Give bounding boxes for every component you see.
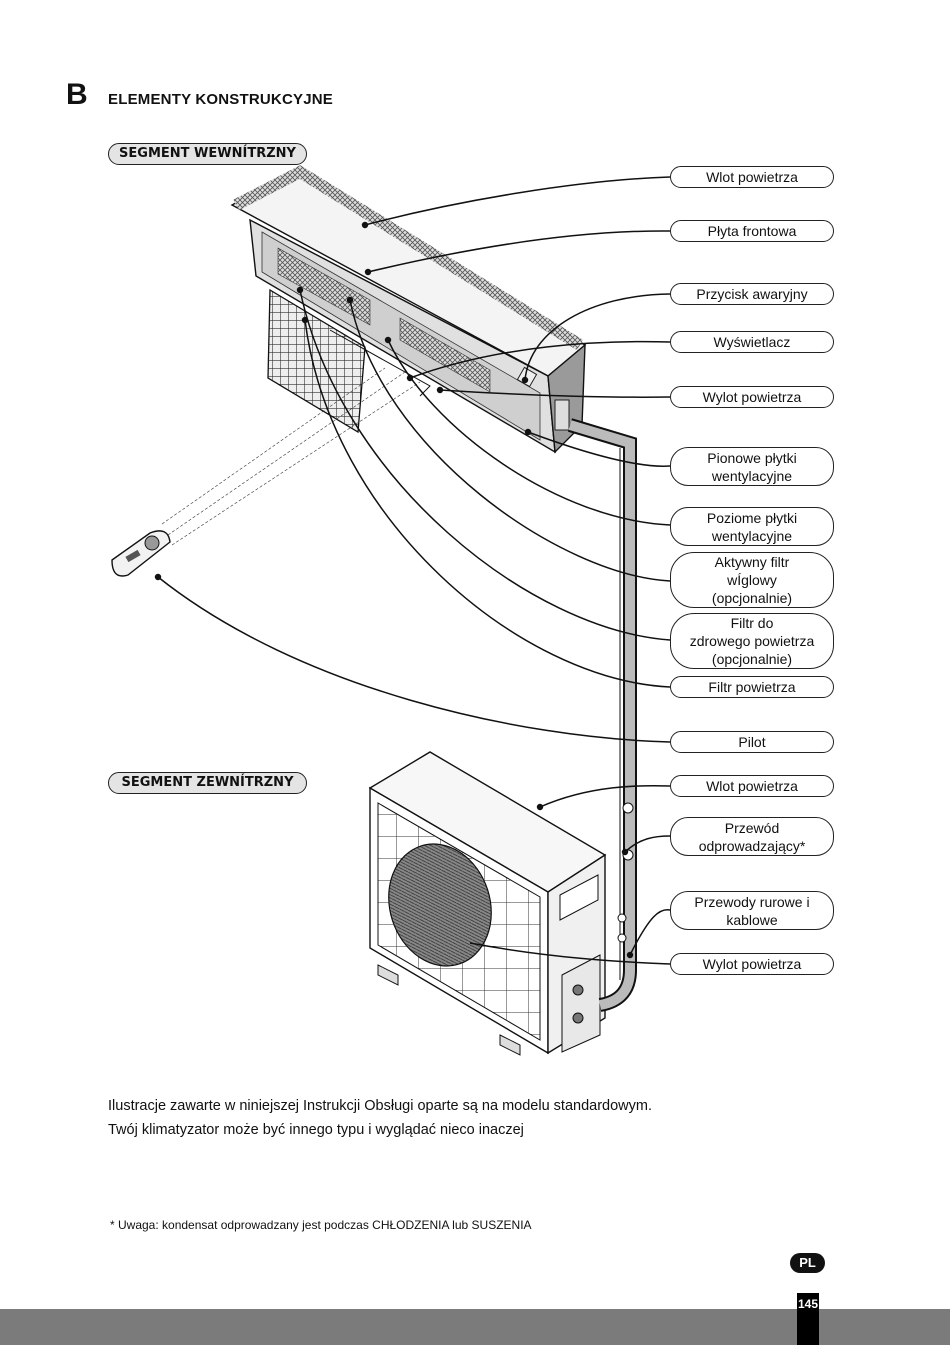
remote-control-drawing — [111, 530, 171, 577]
section-title: ELEMENTY KONSTRUKCYJNE — [108, 91, 333, 108]
label-wlot-powietrza-outdoor: Wlot powietrza — [670, 775, 834, 797]
language-badge: PL — [790, 1253, 825, 1273]
label-wylot-powietrza-indoor: Wylot powietrza — [670, 386, 834, 408]
label-plyta-frontowa: Płyta frontowa — [670, 220, 834, 242]
section-letter: B — [66, 78, 88, 111]
indoor-segment-pill: SEGMENT WEWNÍTRZNY — [108, 143, 307, 165]
label-poziome-plytki: Poziome płytki wentylacyjne — [670, 507, 834, 546]
remote-beam — [161, 367, 421, 546]
label-aktywny-filtr: Aktywny filtr wÍglowy (opcjonalnie) — [670, 552, 834, 608]
label-pilot: Pilot — [670, 731, 834, 753]
caption-line-2: Twój klimatyzator może być innego typu i… — [108, 1122, 524, 1138]
label-przycisk-awaryjny: Przycisk awaryjny — [670, 283, 834, 305]
label-przewody-rurowe: Przewody rurowe i kablowe — [670, 891, 834, 930]
label-wylot-powietrza-outdoor: Wylot powietrza — [670, 953, 834, 975]
label-wlot-powietrza-indoor: Wlot powietrza — [670, 166, 834, 188]
label-filtr-zdrowego-powietrza: Filtr do zdrowego powietrza (opcjonalnie… — [670, 613, 834, 669]
label-przewod-odprowadzajacy: Przewód odprowadzający* — [670, 817, 834, 856]
footer-bar — [0, 1309, 950, 1345]
label-wyswietlacz: Wyświetlacz — [670, 331, 834, 353]
caption-line-1: Ilustracje zawarte w niniejszej Instrukc… — [108, 1098, 652, 1114]
pipe-bundle-drawing — [567, 418, 637, 1012]
footnote: * Uwaga: kondensat odprowadzany jest pod… — [110, 1218, 532, 1232]
leader-dots — [154, 221, 634, 959]
label-pionowe-plytki: Pionowe płytki wentylacyjne — [670, 447, 834, 486]
outdoor-segment-pill: SEGMENT ZEWNÍTRZNY — [108, 772, 307, 794]
indoor-unit-drawing — [230, 165, 587, 454]
outdoor-unit-drawing — [368, 751, 607, 1056]
page-number: 145 — [797, 1293, 819, 1345]
label-filtr-powietrza: Filtr powietrza — [670, 676, 834, 698]
